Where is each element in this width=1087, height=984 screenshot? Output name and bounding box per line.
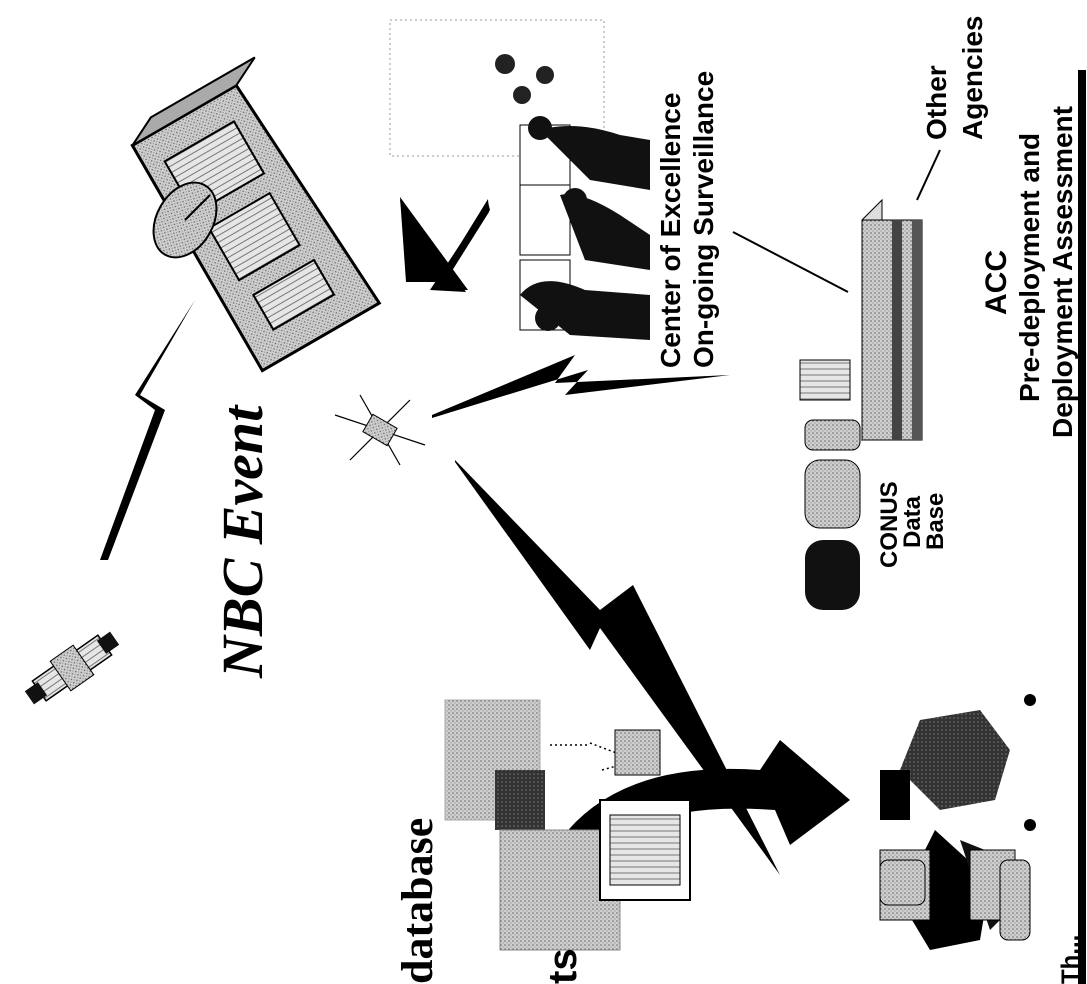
database-label: database	[393, 818, 442, 984]
lightning-bolt-3	[455, 460, 780, 875]
equipment-icon	[444, 699, 691, 951]
other-agencies-line2: Agencies	[957, 16, 988, 141]
database-cylinders-icon	[799, 359, 861, 610]
conus-label-line3: Base	[922, 493, 949, 550]
radar-dish-icon	[152, 181, 218, 259]
server-icon	[861, 198, 923, 442]
diagram-title: NBC Event	[210, 404, 275, 679]
assessment-label-line2: Deployment Assessment	[1047, 106, 1078, 438]
connector-agencies-acc	[916, 149, 941, 201]
center-label-line1: Center of Excellence	[655, 93, 686, 368]
center-label-line2: On-going Surveillance	[688, 71, 719, 368]
conus-label-line2: Data	[899, 495, 926, 548]
lightning-bolt-2	[432, 355, 730, 418]
other-agencies-line1: Other	[921, 65, 952, 140]
acc-label: ACC	[980, 250, 1013, 315]
lightning-bolt-1	[100, 300, 195, 560]
curved-arrow-icon	[560, 740, 850, 860]
people-at-screens-icon	[519, 116, 650, 340]
conus-label-line1: CONUS	[876, 481, 903, 568]
assessment-label-line1: Pre-deployment and	[1014, 133, 1045, 402]
small-satellite-icon	[334, 394, 426, 466]
field-deployment-icon	[879, 694, 1036, 950]
big-arrow-body	[400, 197, 489, 290]
connector-center-acc	[732, 231, 849, 293]
partial-label-bottom: Th...	[1057, 935, 1084, 984]
satellite-icon	[24, 631, 120, 705]
ship-icon	[130, 56, 382, 373]
map-with-markers-icon	[389, 19, 605, 157]
partial-label-ts: ts	[541, 948, 585, 984]
